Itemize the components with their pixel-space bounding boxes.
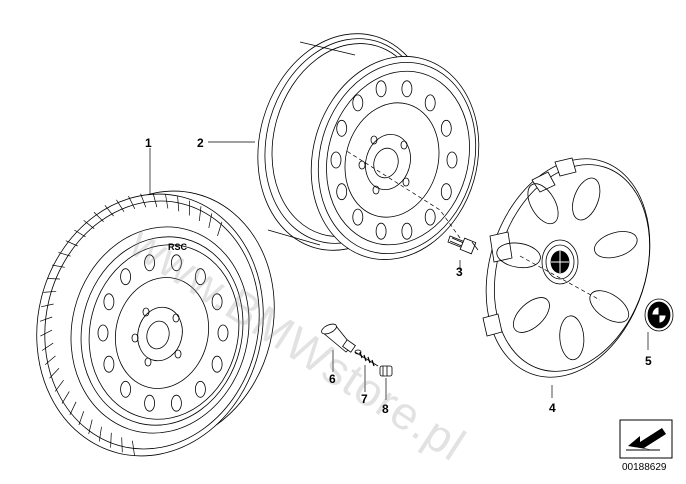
wheel-vent-hole xyxy=(170,254,182,272)
wheel-vent-hole xyxy=(217,324,229,342)
wheel-bolt xyxy=(447,235,479,255)
tread-groove xyxy=(78,411,85,426)
hub-cap-petal xyxy=(572,177,601,221)
wheel-vent-hole xyxy=(120,268,131,286)
tread-groove xyxy=(217,221,223,237)
callout-1: 1 xyxy=(145,136,152,150)
wheel-vent-hole xyxy=(97,324,109,342)
tread-groove xyxy=(104,205,114,217)
hub-cap-petal xyxy=(496,242,541,269)
wheel-vent-hole xyxy=(170,394,182,412)
wheel-vent-hole xyxy=(144,394,156,412)
rim-vent-hole xyxy=(424,94,436,112)
valve-insert xyxy=(354,349,379,367)
tread-groove xyxy=(177,196,180,212)
wheel-vent-hole xyxy=(194,380,206,398)
valve xyxy=(321,323,356,353)
tread-groove xyxy=(88,419,93,434)
wheel-vent-hole xyxy=(211,355,223,373)
wheel-vent-hole xyxy=(103,293,115,311)
tread-groove xyxy=(165,193,169,209)
callout-7: 7 xyxy=(361,392,368,406)
callout-4: 4 xyxy=(549,401,556,415)
callout-3: 3 xyxy=(456,265,463,279)
leader-lines xyxy=(149,141,649,400)
tread-groove xyxy=(140,193,147,208)
rim-vent-hole xyxy=(401,222,413,240)
tread-groove xyxy=(83,220,95,229)
steel-rim xyxy=(257,33,480,260)
emblem xyxy=(644,298,674,332)
tire-marking: RSC xyxy=(168,242,188,252)
tread-groove xyxy=(54,379,64,392)
tread-groove xyxy=(93,211,104,222)
reference-number: 00188629 xyxy=(622,462,667,473)
rim-vent-hole xyxy=(375,80,387,98)
rim-vent-hole xyxy=(440,183,452,201)
wheel-vent-hole xyxy=(194,268,206,286)
wheel-vent-hole xyxy=(120,380,131,398)
tread-groove xyxy=(98,426,102,442)
rim-vent-hole xyxy=(440,119,452,137)
reference-icon xyxy=(619,419,673,459)
valve-cap xyxy=(379,365,393,377)
tread-groove xyxy=(58,252,71,257)
hub-cap-petal xyxy=(512,297,550,333)
tire-and-rim: RSC xyxy=(36,190,275,457)
tread-groove xyxy=(39,316,53,322)
rim-vent-hole xyxy=(401,80,413,98)
tread-groove xyxy=(40,329,53,337)
rim-vent-hole xyxy=(336,183,348,201)
rim-vent-hole xyxy=(330,151,342,169)
callout-2: 2 xyxy=(197,136,204,150)
tread-groove xyxy=(43,290,57,293)
callout-5: 5 xyxy=(645,354,652,368)
tread-groove xyxy=(121,437,123,453)
rim-vent-hole xyxy=(424,208,436,226)
tread-groove xyxy=(110,432,112,448)
tread-groove xyxy=(198,206,202,222)
tread-groove xyxy=(47,278,60,280)
hub-cap-petal xyxy=(527,183,559,225)
hub-cap-petal xyxy=(559,315,585,361)
rim-vent-hole xyxy=(446,151,458,169)
rim-vent-hole xyxy=(352,208,364,226)
tread-groove xyxy=(116,199,125,212)
wheel-vent-hole xyxy=(211,293,223,311)
hub-cap-petal xyxy=(594,231,638,259)
rim-vent-hole xyxy=(336,119,348,137)
tread-groove xyxy=(65,240,78,247)
wheel-vent-hole xyxy=(103,355,115,373)
tread-groove xyxy=(41,303,54,308)
tread-groove xyxy=(152,192,158,208)
tread-groove xyxy=(69,401,77,415)
rim-vent-hole xyxy=(375,222,387,240)
tread-groove xyxy=(132,440,135,456)
tread-groove xyxy=(44,355,56,365)
tread-groove xyxy=(49,368,60,379)
tread-groove xyxy=(61,391,70,404)
wheel-vent-hole xyxy=(144,254,156,272)
callout-6: 6 xyxy=(329,372,336,386)
callout-8: 8 xyxy=(382,402,389,416)
hub-cap-petal xyxy=(589,290,630,323)
tread-groove xyxy=(52,264,65,268)
tread-groove xyxy=(74,229,86,238)
tread-groove xyxy=(128,195,136,209)
tread-groove xyxy=(41,342,54,351)
tread-groove xyxy=(208,213,213,228)
rim-vent-hole xyxy=(352,94,364,112)
